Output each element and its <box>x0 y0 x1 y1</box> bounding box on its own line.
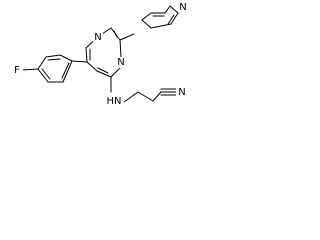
bond <box>110 66 122 78</box>
label-backdrop <box>105 95 124 107</box>
bond <box>86 61 98 72</box>
bond <box>96 70 112 78</box>
bond <box>97 67 109 74</box>
bond <box>62 60 73 83</box>
label-backdrop <box>12 64 23 76</box>
bond <box>169 5 179 14</box>
bond <box>37 56 47 70</box>
bond <box>170 12 179 25</box>
bond <box>141 12 152 21</box>
atom-labels: N N N F HN N <box>12 1 188 107</box>
pyrimidine-nitrogen-right-label: N <box>117 57 124 68</box>
bond <box>137 91 154 102</box>
bond <box>119 39 122 58</box>
pyridine-nitrogen-label: N <box>179 2 186 13</box>
chemical-structure-drawing: N N N F HN N <box>12 1 188 107</box>
bond <box>119 33 135 41</box>
bond <box>164 5 171 14</box>
bond <box>59 54 73 62</box>
bond <box>61 62 70 79</box>
fluorine-label: F <box>14 65 20 76</box>
label-backdrop <box>93 32 103 43</box>
bond <box>152 91 162 102</box>
bond <box>21 68 39 71</box>
structure-canvas: N N N F HN N <box>0 0 197 115</box>
fluorophenyl-ring <box>37 54 73 83</box>
bond <box>71 60 88 63</box>
pyridine-ring <box>141 5 179 29</box>
amine-label: HN <box>107 96 122 107</box>
label-backdrop <box>176 86 187 98</box>
bond <box>141 19 152 29</box>
bond <box>123 91 139 103</box>
bond <box>47 58 61 61</box>
bond <box>85 47 88 63</box>
label-backdrop <box>178 1 188 12</box>
bond <box>41 68 51 80</box>
bond <box>167 14 175 25</box>
pyrimidine-ring <box>85 27 122 78</box>
bond <box>37 68 49 83</box>
label-backdrop <box>116 57 126 68</box>
bond <box>45 54 61 58</box>
nitrile-nitrogen-label: N <box>178 87 185 98</box>
bond <box>150 23 172 29</box>
pyrimidine-nitrogen-top-label: N <box>94 32 101 43</box>
bond <box>113 30 118 38</box>
